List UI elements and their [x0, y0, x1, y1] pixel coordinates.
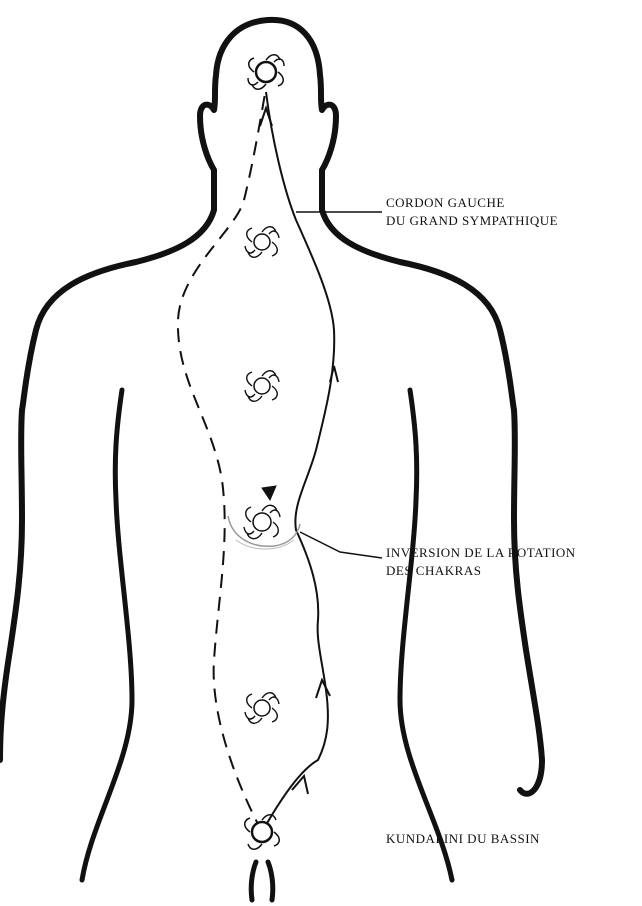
leader-inversion — [300, 532, 382, 558]
label-inversion: INVERSION DE LA ROTATION DES CHAKRAS — [386, 544, 576, 580]
arrow-head-low — [316, 680, 330, 698]
label-inversion-line1: INVERSION DE LA ROTATION — [386, 544, 576, 562]
chakra-sacral — [245, 693, 279, 724]
label-cordon-line2: DU GRAND SYMPATHIQUE — [386, 212, 558, 230]
label-kundalini: KUNDALINI DU BASSIN — [386, 830, 540, 848]
inner-arm-left — [82, 390, 132, 880]
arrow-head-mid — [330, 366, 338, 382]
body-outline-left — [0, 20, 268, 760]
label-inversion-line2: DES CHAKRAS — [386, 562, 576, 580]
arrow-head-bottom — [292, 776, 308, 794]
body-outline-right — [268, 20, 542, 794]
leg-right — [268, 862, 273, 900]
chakra-solar — [228, 505, 300, 549]
leg-left — [251, 862, 256, 900]
chakra-root — [245, 815, 280, 850]
chakra-crown — [248, 55, 284, 90]
chakra-heart — [245, 371, 279, 402]
chakra-throat — [245, 227, 279, 258]
inner-arm-right — [400, 390, 452, 880]
arrow-head-inversion — [262, 486, 276, 500]
label-kundalini-text: KUNDALINI DU BASSIN — [386, 830, 540, 848]
dashed-channel — [178, 88, 266, 832]
label-cordon: CORDON GAUCHE DU GRAND SYMPATHIQUE — [386, 194, 558, 230]
label-cordon-line1: CORDON GAUCHE — [386, 194, 558, 212]
